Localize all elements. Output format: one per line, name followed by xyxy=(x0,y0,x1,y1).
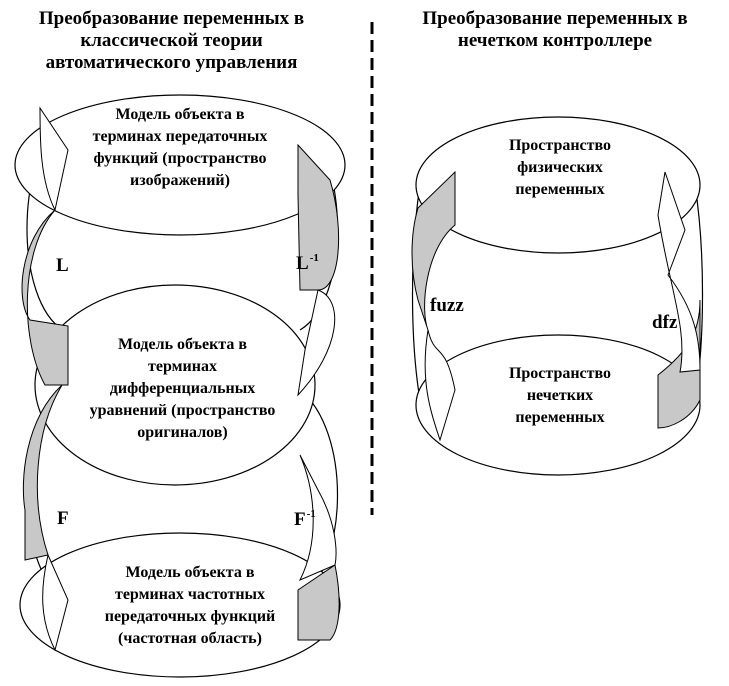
node-line: переменных xyxy=(515,409,605,426)
node-line: физических xyxy=(517,159,603,176)
arrow-dfz xyxy=(657,299,701,429)
arrow-dfz-head xyxy=(657,171,701,373)
node-line: нечетких xyxy=(526,387,594,404)
node-line: Модель объекта в xyxy=(117,336,247,353)
label-F-inverse-exponent: -1 xyxy=(306,508,316,520)
arrow-fuzz-head xyxy=(424,329,456,442)
right-ellipse-bottom xyxy=(415,334,701,476)
node-line: оригиналов) xyxy=(137,424,228,441)
node-line: Модель объекта в xyxy=(115,106,245,123)
left-ellipse-top xyxy=(14,94,346,236)
node-line: Пространство xyxy=(508,137,612,154)
node-line: передаточных функций xyxy=(104,608,276,625)
arrow-L-inv-head xyxy=(297,289,336,397)
node-differential-equations: Модель объекта в терминах дифференциальн… xyxy=(55,334,310,444)
node-line: (частотная область) xyxy=(118,630,262,647)
left-header: Преобразование переменных в классической… xyxy=(0,8,343,74)
node-line: терминах передаточных xyxy=(92,128,268,145)
node-line: переменных xyxy=(515,181,605,198)
label-L-inverse: L-1 xyxy=(296,252,319,275)
node-line: Пространство xyxy=(508,365,612,382)
arrow-F-inv-head xyxy=(298,454,337,581)
node-line: Модель объекта в xyxy=(125,564,255,581)
node-line: дифференциальных xyxy=(109,380,256,397)
node-line: функций (пространство xyxy=(93,150,267,167)
label-L-text: L xyxy=(56,255,69,276)
label-F-inverse: F-1 xyxy=(294,508,316,531)
label-F-inverse-text: F xyxy=(294,509,306,530)
label-L: L xyxy=(56,255,69,277)
node-physical-variables: Пространство физических переменных xyxy=(460,135,660,201)
node-line: уравнений (пространство xyxy=(89,402,276,419)
left-header-line: классической теории xyxy=(80,30,263,51)
label-F: F xyxy=(57,508,69,530)
label-L-inverse-exponent: -1 xyxy=(309,252,319,264)
label-L-inverse-text: L xyxy=(296,253,309,274)
left-ellipse-bottom xyxy=(19,532,341,678)
node-transfer-functions: Модель объекта в терминах передаточных ф… xyxy=(60,104,300,192)
left-header-line: автоматического управления xyxy=(45,52,298,73)
right-header-line: нечетком контроллере xyxy=(457,30,653,51)
left-header-line: Преобразование переменных в xyxy=(38,8,305,29)
label-dfz: dfz xyxy=(652,312,677,334)
node-line: изображений) xyxy=(130,172,230,189)
right-header: Преобразование переменных в нечетком кон… xyxy=(385,8,725,52)
label-F-text: F xyxy=(57,508,69,529)
arrow-F-head xyxy=(42,553,69,652)
right-ellipse-top xyxy=(415,116,701,254)
arrow-F-inv xyxy=(297,564,340,641)
node-line: терминах частотных xyxy=(114,586,266,603)
node-frequency-domain: Модель объекта в терминах частотных пере… xyxy=(60,562,320,650)
label-fuzz-text: fuzz xyxy=(430,295,464,316)
arrow-L-head xyxy=(39,106,69,212)
node-fuzzy-variables: Пространство нечетких переменных xyxy=(460,363,660,429)
right-header-line: Преобразование переменных в xyxy=(422,8,688,29)
left-ellipse-middle xyxy=(34,284,316,486)
label-fuzz: fuzz xyxy=(430,295,464,317)
arrow-L xyxy=(21,209,69,386)
label-dfz-text: dfz xyxy=(652,312,678,333)
node-line: терминах xyxy=(148,358,217,375)
